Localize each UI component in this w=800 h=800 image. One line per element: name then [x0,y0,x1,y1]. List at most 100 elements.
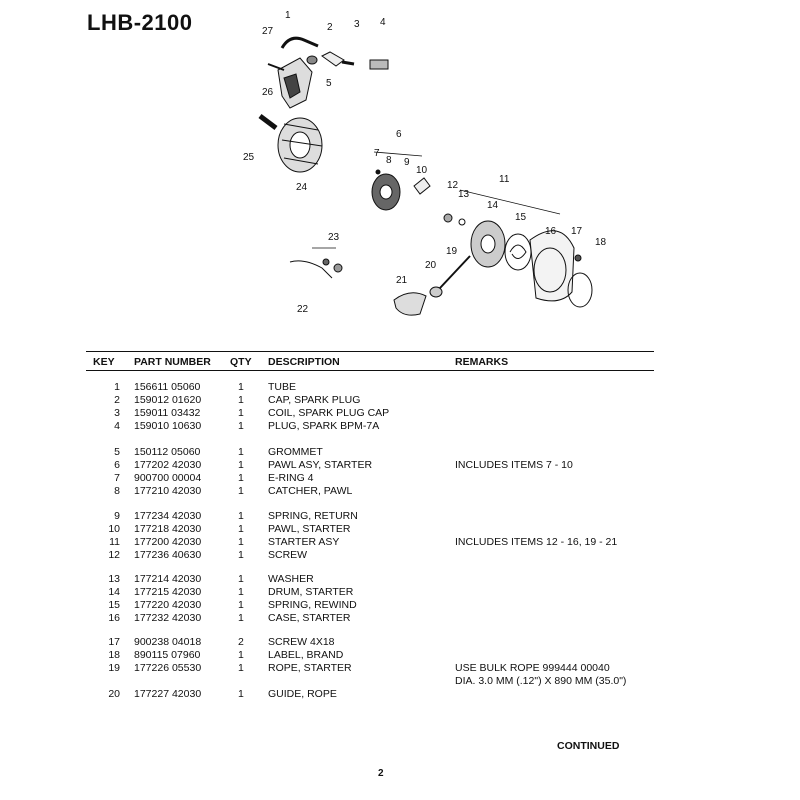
part-description: TUBE [268,381,297,393]
callout-15: 15 [515,212,527,223]
callout-10: 10 [416,165,428,176]
part-qty: 1 [238,599,244,611]
part-number: 177227 42030 [134,688,202,700]
part-qty: 1 [238,459,244,471]
callout-3: 3 [354,19,360,30]
table-row: 13 177214 42030 1 WASHER [0,573,800,585]
callout-1: 1 [285,10,291,21]
part-key: 8 [114,485,120,497]
part-qty: 1 [238,510,244,522]
part-key: 18 [108,649,120,661]
part-key: 5 [114,446,120,458]
part-number: 177218 42030 [134,523,202,535]
callout-20: 20 [425,260,437,271]
callout-22: 22 [297,304,309,315]
callout-21: 21 [396,275,408,286]
part-qty: 1 [238,407,244,419]
callout-2: 2 [327,22,333,33]
part-number: 177202 42030 [134,459,202,471]
part-qty: 1 [238,381,244,393]
col-header-remarks: REMARKS [455,356,509,368]
part-description: WASHER [268,573,314,585]
callout-11: 11 [499,174,510,185]
part-description: GUIDE, ROPE [268,688,337,700]
part-remarks: USE BULK ROPE 999444 00040 [455,662,610,674]
part-remarks: INCLUDES ITEMS 12 - 16, 19 - 21 [455,536,618,548]
part-description: PLUG, SPARK BPM-7A [268,420,380,432]
part-key: 10 [108,523,120,535]
callout-26: 26 [262,87,274,98]
table-row: 8 177210 42030 1 CATCHER, PAWL [0,485,800,497]
exploded-parts-diagram: 1 2 3 4 5 6 7 8 9 10 11 12 13 14 15 16 1… [243,10,607,316]
part-description: E-RING 4 [268,472,314,484]
header-rule-bottom [86,370,654,371]
callout-12: 12 [447,180,459,191]
part-number: 159012 01620 [134,394,202,406]
part-number: 177214 42030 [134,573,202,585]
callout-8: 8 [386,155,392,166]
part-number: 177215 42030 [134,586,202,598]
part-key: 2 [114,394,120,406]
part-number: 900700 00004 [134,472,202,484]
callout-24: 24 [296,182,308,193]
part-number: 177234 42030 [134,510,202,522]
part-qty: 1 [238,649,244,661]
part-key: 13 [108,573,120,585]
part-description: CATCHER, PAWL [268,485,353,497]
part-number: 159010 10630 [134,420,202,432]
table-row: 3 159011 03432 1 COIL, SPARK PLUG CAP [0,407,800,419]
part-description: SPRING, RETURN [268,510,358,522]
part-qty: 1 [238,573,244,585]
page-number: 2 [378,768,384,779]
part-number: 177220 42030 [134,599,202,611]
callout-7: 7 [374,148,380,159]
col-header-description: DESCRIPTION [268,356,340,368]
part-number: 900238 04018 [134,636,202,648]
part-key: 9 [114,510,120,522]
part-qty: 1 [238,446,244,458]
table-row: DIA. 3.0 MM (.12") X 890 MM (35.0") [0,675,800,687]
part-qty: 1 [238,485,244,497]
part-remarks: DIA. 3.0 MM (.12") X 890 MM (35.0") [455,675,627,687]
callout-6: 6 [396,129,402,140]
part-description: SCREW [268,549,308,561]
continued-label: CONTINUED [557,740,620,752]
callout-13: 13 [458,189,470,200]
part-number: 890115 07960 [134,649,201,661]
part-description: ROPE, STARTER [268,662,352,674]
part-key: 3 [114,407,120,419]
part-number: 159011 03432 [134,407,201,419]
part-number: 177210 42030 [134,485,202,497]
part-number: 150112 05060 [134,446,201,458]
part-description: COIL, SPARK PLUG CAP [268,407,390,419]
table-row: 9 177234 42030 1 SPRING, RETURN [0,510,800,522]
part-number: 177236 40630 [134,549,202,561]
callout-25: 25 [243,152,255,163]
callout-9: 9 [404,157,410,168]
col-header-part-number: PART NUMBER [134,356,211,368]
part-qty: 1 [238,394,244,406]
part-qty: 1 [238,688,244,700]
part-qty: 1 [238,549,244,561]
col-header-key: KEY [93,356,115,368]
part-description: DRUM, STARTER [268,586,354,598]
part-key: 6 [114,459,120,471]
callout-19: 19 [446,246,458,257]
part-description: CAP, SPARK PLUG [268,394,361,406]
part-key: 12 [108,549,120,561]
callout-23: 23 [328,232,340,243]
part-qty: 1 [238,612,244,624]
part-number: 177200 42030 [134,536,202,548]
part-description: PAWL, STARTER [268,523,351,535]
part-number: 177226 05530 [134,662,202,674]
part-key: 1 [114,381,120,393]
part-key: 19 [108,662,120,674]
part-key: 15 [108,599,120,611]
part-qty: 1 [238,420,244,432]
